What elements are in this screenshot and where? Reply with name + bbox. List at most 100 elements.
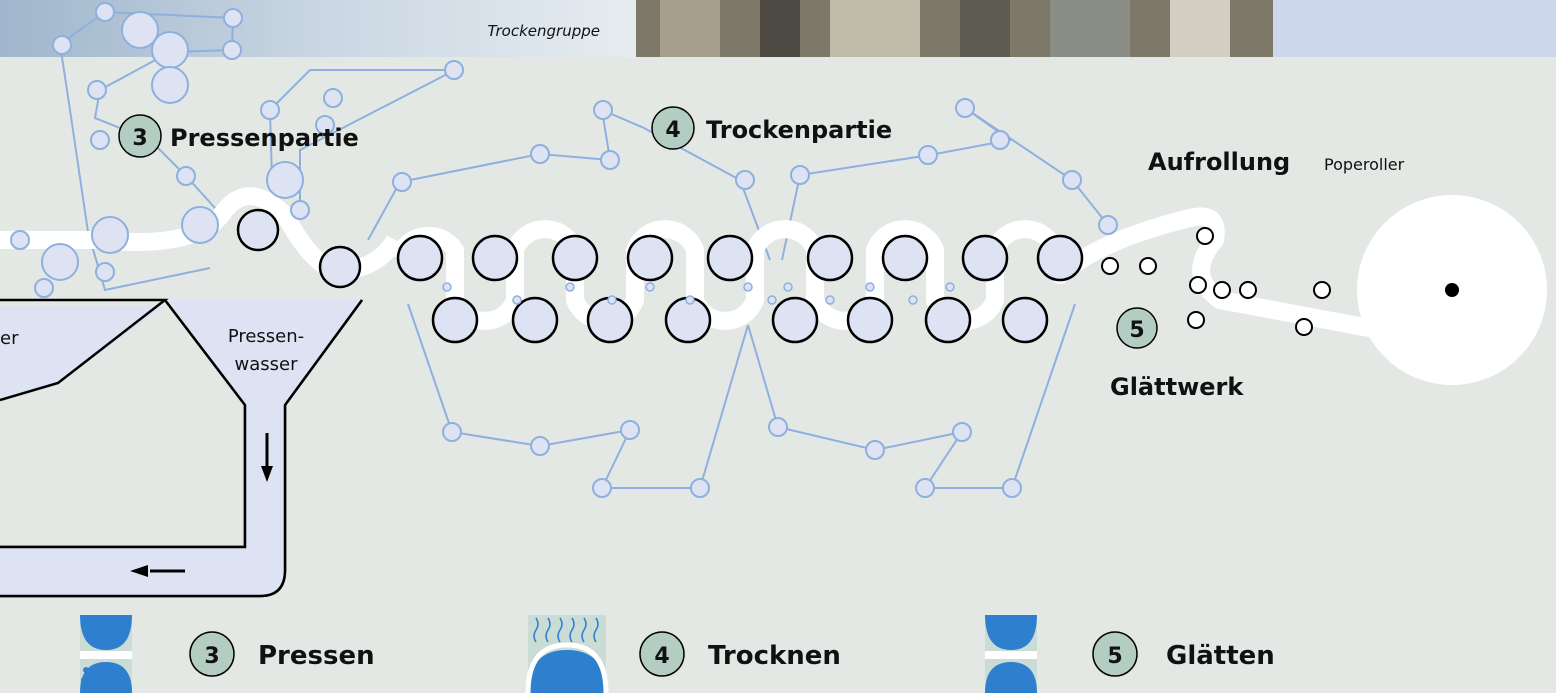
legend-calender-badge — [1092, 631, 1138, 677]
felt-roll — [1062, 170, 1082, 190]
drying-cylinder-top — [471, 234, 519, 282]
press-nip-icon — [80, 615, 132, 693]
felt-roll-large — [41, 243, 79, 281]
legend-calender-number: 5 — [1107, 644, 1122, 669]
drying-cylinder-top — [1036, 234, 1084, 282]
calender-title: Glättwerk — [1110, 373, 1244, 401]
drying-cylinder-top — [706, 234, 754, 282]
felt-roll — [392, 172, 412, 192]
felt-roll-large — [151, 31, 189, 69]
calender-number-badge — [1116, 307, 1158, 349]
paper-web-dryer — [389, 207, 1459, 369]
felt-roll — [620, 420, 640, 440]
press-roll — [318, 245, 362, 289]
calender-roll — [1187, 311, 1205, 329]
reel-spool — [1445, 283, 1459, 297]
calender-roll — [1295, 318, 1313, 336]
felt-roll — [530, 144, 550, 164]
press-rolls — [236, 208, 362, 289]
felt-roll — [600, 150, 620, 170]
small-guide-roll — [512, 295, 522, 305]
down-arrow-icon — [261, 433, 273, 482]
calender-roll — [1196, 227, 1214, 245]
legend-press-number: 3 — [204, 644, 219, 669]
felt-roll — [865, 440, 885, 460]
felt-roll — [530, 436, 550, 456]
press-number: 3 — [132, 126, 147, 151]
felt-roll — [444, 60, 464, 80]
left-cut-label: er — [0, 328, 19, 349]
small-guide-roll — [783, 282, 793, 292]
felt-roll — [34, 278, 54, 298]
small-guide-roll — [945, 282, 955, 292]
felt-roll — [95, 2, 115, 22]
dryer-number: 4 — [665, 118, 680, 143]
press-water-label-1: Pressen- — [228, 326, 304, 347]
calender-section-label: 5 Glättwerk — [1110, 307, 1244, 401]
small-guide-roll — [565, 282, 575, 292]
calender-roll — [1313, 281, 1331, 299]
small-guide-roll — [865, 282, 875, 292]
drying-cylinder-bottom — [924, 296, 972, 344]
felt-roll — [90, 130, 110, 150]
drying-cylinder-bottom — [771, 296, 819, 344]
small-guide-roll — [825, 295, 835, 305]
legend-calender: 5 Glätten — [985, 615, 1275, 693]
small-guide-roll — [685, 295, 695, 305]
drying-cylinder-bottom — [1001, 296, 1049, 344]
felt-roll — [315, 115, 335, 135]
felt-roll — [95, 262, 115, 282]
press-title: Pressenpartie — [170, 124, 359, 152]
felt-roll — [768, 417, 788, 437]
felt-roll-large — [151, 66, 189, 104]
felt-roll — [952, 422, 972, 442]
header-photo-dryer-group — [636, 0, 1273, 57]
felt-roll — [790, 165, 810, 185]
header-caption: Trockengruppe — [488, 22, 600, 40]
drying-cylinders — [396, 234, 1084, 344]
press-number-badge — [118, 114, 162, 158]
felt-roll — [260, 100, 280, 120]
tank-outline-left — [0, 298, 169, 402]
legend-dry-badge — [639, 631, 685, 677]
dryer-felts-bottom — [407, 303, 1076, 489]
legend-press-label: Pressen — [258, 641, 375, 671]
press-water-label-2: wasser — [235, 354, 299, 375]
small-guide-roll — [743, 282, 753, 292]
header-panel-right — [1273, 0, 1556, 57]
press-section-label: 3 Pressenpartie — [118, 114, 359, 158]
calender-roll — [1101, 257, 1119, 275]
felt-roll — [223, 8, 243, 28]
felt-roll — [87, 80, 107, 100]
felt-roll — [176, 166, 196, 186]
channel-outline — [0, 299, 364, 598]
drying-cylinder-top — [806, 234, 854, 282]
felt-roll — [52, 35, 72, 55]
drying-cylinder-top — [961, 234, 1009, 282]
calender-roll — [1189, 276, 1207, 294]
felt-roll — [918, 145, 938, 165]
calender-roll — [1139, 257, 1157, 275]
reel-subtitle: Poperoller — [1324, 155, 1405, 174]
legend-press: 3 Pressen — [80, 615, 375, 693]
left-arrow-icon — [130, 565, 185, 577]
drying-cylinder-bottom — [431, 296, 479, 344]
felt-roll — [222, 40, 242, 60]
felt-roll — [735, 170, 755, 190]
small-guide-roll — [908, 295, 918, 305]
small-guide-roll — [442, 282, 452, 292]
dryer-title: Trockenpartie — [706, 116, 892, 144]
drying-cylinder-bottom — [846, 296, 894, 344]
felt-roll — [1002, 478, 1022, 498]
drying-cylinder-top — [396, 234, 444, 282]
tank-fill-upper — [0, 306, 165, 400]
drying-cylinder-bottom — [586, 296, 634, 344]
legend-press-badge — [189, 631, 235, 677]
felt-roll — [915, 478, 935, 498]
felt-roll — [592, 478, 612, 498]
felt-roll — [593, 100, 613, 120]
calender-number: 5 — [1129, 318, 1144, 343]
small-guide-roll — [645, 282, 655, 292]
drying-cylinder-bottom — [511, 296, 559, 344]
